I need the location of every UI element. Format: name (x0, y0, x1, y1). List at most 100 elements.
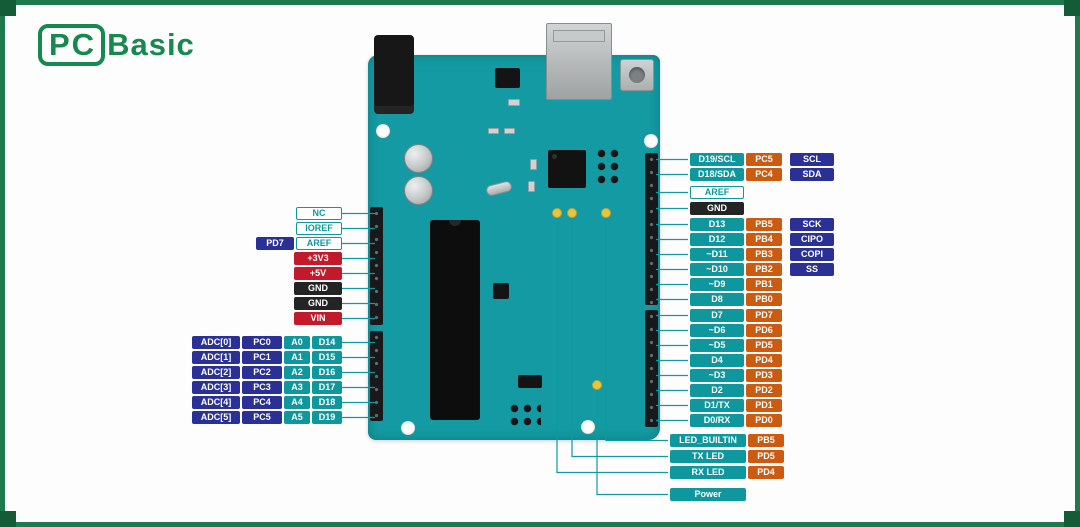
pin-label-d0-rx: D0/RX (690, 414, 744, 427)
pin-label-copi: COPI (790, 248, 834, 261)
pin-label-sck: SCK (790, 218, 834, 231)
pin-label-pd5: PD5 (748, 450, 784, 463)
smd-component (508, 99, 520, 106)
pin-row: +5V (192, 267, 342, 280)
pin-label-d19-scl: D19/SCL (690, 153, 744, 166)
icsp-header (595, 147, 621, 186)
pin-label-d18: D18 (312, 396, 342, 409)
pin-label-power: Power (670, 488, 746, 501)
pin-label-a4: A4 (284, 396, 310, 409)
pin-label-gnd: GND (294, 282, 342, 295)
pin-label-aref: AREF (690, 186, 744, 199)
mounting-hole (644, 134, 658, 148)
pin-row: +3V3 (192, 252, 342, 265)
smd-component (530, 159, 537, 170)
pin-label--d5: ~D5 (690, 339, 744, 352)
frame-corner (1064, 0, 1080, 16)
pin-label-adc-1-: ADC[1] (192, 351, 240, 364)
pin-label-vin: VIN (294, 312, 342, 325)
pin-row: GND (690, 202, 744, 215)
pin-label-pc0: PC0 (242, 336, 282, 349)
pin-label--5v: +5V (294, 267, 342, 280)
pin-label-pd1: PD1 (746, 399, 782, 412)
pin-label-d2: D2 (690, 384, 744, 397)
pin-label--3v3: +3V3 (294, 252, 342, 265)
pin-label-gnd: GND (294, 297, 342, 310)
pin-label-rx-led: RX LED (670, 466, 746, 479)
pin-label-gnd: GND (690, 202, 744, 215)
pin-label-d17: D17 (312, 381, 342, 394)
pin-label-adc-0-: ADC[0] (192, 336, 240, 349)
pin-label-scl: SCL (790, 153, 834, 166)
pin-label-pc5: PC5 (242, 411, 282, 424)
pin-label-pd4: PD4 (746, 354, 782, 367)
mounting-hole (376, 124, 390, 138)
pin-row: Power (670, 488, 746, 501)
pin-label-pd0: PD0 (746, 414, 782, 427)
pin-row: AREF (690, 186, 744, 199)
pin-label-adc-4-: ADC[4] (192, 396, 240, 409)
pin-label--d10: ~D10 (690, 263, 744, 276)
logo-rest-text: Basic (107, 27, 195, 62)
pin-label-d19: D19 (312, 411, 342, 424)
pin-label-d13: D13 (690, 218, 744, 231)
pin-label-a2: A2 (284, 366, 310, 379)
pin-label-d12: D12 (690, 233, 744, 246)
pin-label-pb5: PB5 (748, 434, 784, 447)
pin-label-pd5: PD5 (746, 339, 782, 352)
pin-label-d16: D16 (312, 366, 342, 379)
pin-label--d9: ~D9 (690, 278, 744, 291)
frame-corner (1064, 511, 1080, 527)
pin-label-pb2: PB2 (746, 263, 782, 276)
pin-label-adc-2-: ADC[2] (192, 366, 240, 379)
pin-label-adc-3-: ADC[3] (192, 381, 240, 394)
smd-component (488, 128, 499, 134)
pin-label-pc2: PC2 (242, 366, 282, 379)
pin-label-aref: AREF (296, 237, 342, 250)
capacitor (404, 144, 433, 173)
pin-label-pd7: PD7 (746, 309, 782, 322)
pin-label-pb3: PB3 (746, 248, 782, 261)
right-gnd-pin-group: GND (690, 202, 744, 217)
pin-label-pc4: PC4 (746, 168, 782, 181)
smd-component (504, 128, 515, 134)
pin-label-pd3: PD3 (746, 369, 782, 382)
capacitor (404, 176, 433, 205)
smd-component (528, 181, 535, 192)
left-power-pin-group: +3V3 +5V GND GND VIN (192, 252, 342, 327)
small-chip (493, 283, 509, 299)
right-power-pin-group: Power (670, 488, 746, 503)
pin-label--d6: ~D6 (690, 324, 744, 337)
pin-label-pd4: PD4 (748, 466, 784, 479)
pin-label-pd6: PD6 (746, 324, 782, 337)
pin-label-a5: A5 (284, 411, 310, 424)
frame-corner (0, 0, 16, 16)
pin-label-adc-5-: ADC[5] (192, 411, 240, 424)
pin-label-pb0: PB0 (746, 293, 782, 306)
usb-interface-chip (495, 68, 520, 88)
pin-label-d18-sda: D18/SDA (690, 168, 744, 181)
pin-label-tx-led: TX LED (670, 450, 746, 463)
arduino-board (368, 23, 660, 440)
pin-label-ss: SS (790, 263, 834, 276)
